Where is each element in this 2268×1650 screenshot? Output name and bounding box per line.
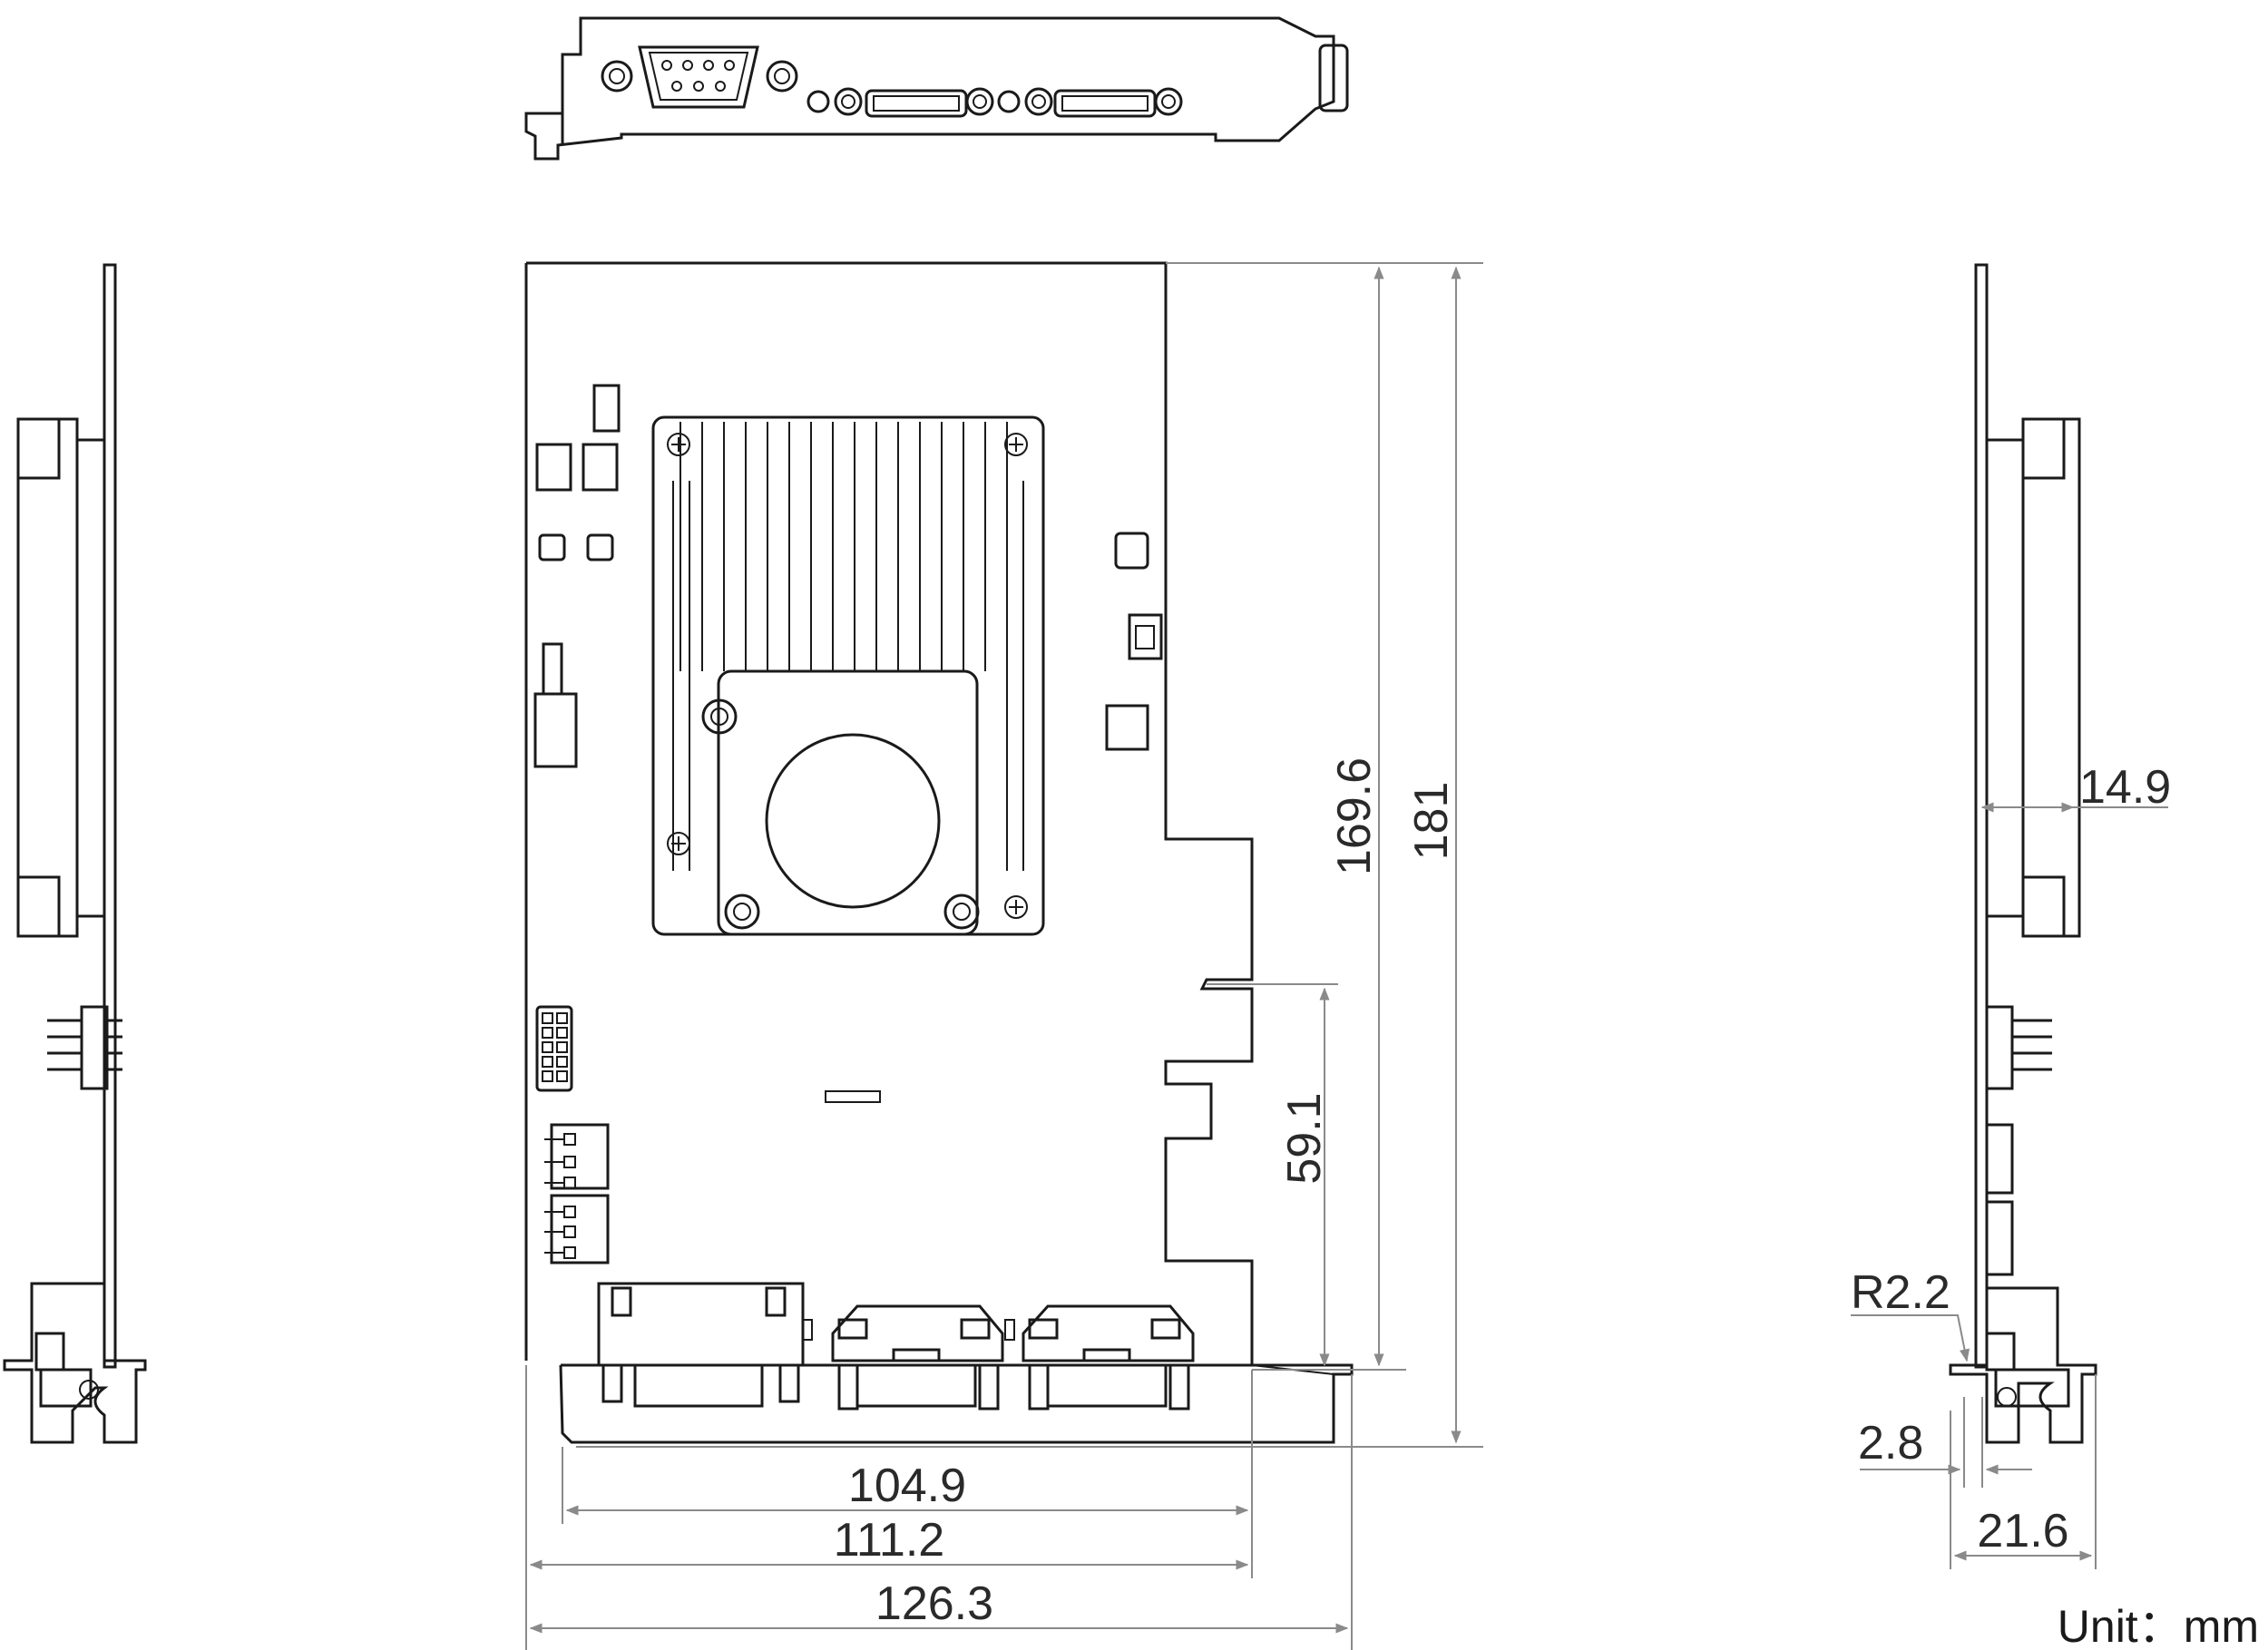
header-pin [563,1133,576,1146]
header-pin [556,1070,568,1082]
unit-label: Unit：mm [2058,1601,2259,1650]
dim-label-111-2: 111.2 [834,1514,944,1567]
fan-plate [717,669,979,936]
dim-label-21-6: 21.6 [1977,1505,2068,1557]
header-pin [563,1156,576,1168]
dim-label-2-8: 2.8 [1858,1417,1923,1469]
db9-connector [638,45,759,109]
hdmi-side-2 [1022,1304,1195,1362]
header-pin [563,1206,576,1218]
dim-label-14-9: 14.9 [2079,761,2171,814]
fan [765,733,941,909]
header-pin [563,1225,576,1238]
front-view-pcb [524,261,1354,1444]
dim-label-104-9: 104.9 [848,1460,966,1512]
header-pin [542,1056,553,1068]
dim-label-59-1: 59.1 [1278,1092,1331,1184]
left-side-view [3,263,147,1444]
header-pin [556,1027,568,1039]
dimension-lines [525,262,2168,1650]
header-pin [542,1041,553,1053]
header-pin [542,1012,553,1024]
dim-label-126-3: 126.3 [875,1577,993,1630]
dim-label-r2-2: R2.2 [1851,1266,1950,1319]
header-pin [556,1012,568,1024]
header-pin [563,1176,576,1189]
top-view-bracket [524,16,1349,161]
header-pin [556,1056,568,1068]
right-side-view [1949,263,2097,1444]
dim-label-181: 181 [1405,782,1458,861]
header-pin [542,1027,553,1039]
header-pin [556,1041,568,1053]
header-pin [542,1070,553,1082]
hdmi-side-1 [831,1304,1004,1362]
dim-label-169-6: 169.6 [1328,757,1381,875]
header-pin [563,1246,576,1259]
